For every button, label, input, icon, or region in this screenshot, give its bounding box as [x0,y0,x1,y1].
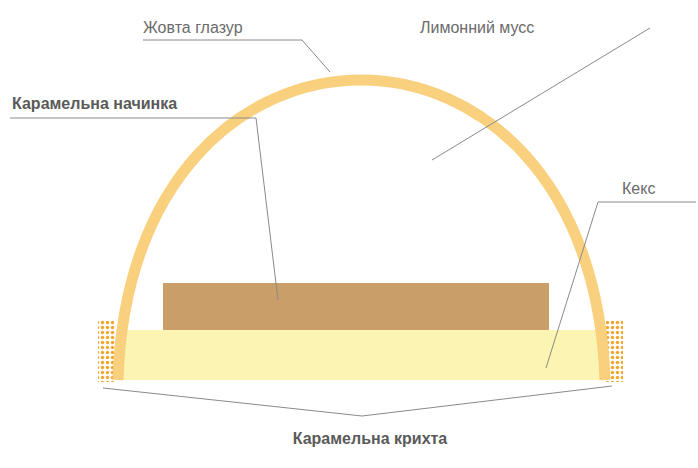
part-label: Карамельна начинка [12,94,177,113]
crumb-dots [98,320,115,382]
glaze-arch [118,80,605,380]
leader-lines [10,28,696,416]
part-label: Лимонний мусс [420,18,534,37]
part-label: Кекс [622,179,655,198]
sponge-layer [100,330,620,382]
part-label: Жовта глазур [143,18,243,37]
part-label: Карамельна крихта [293,429,448,448]
caramel-layer [163,283,549,330]
